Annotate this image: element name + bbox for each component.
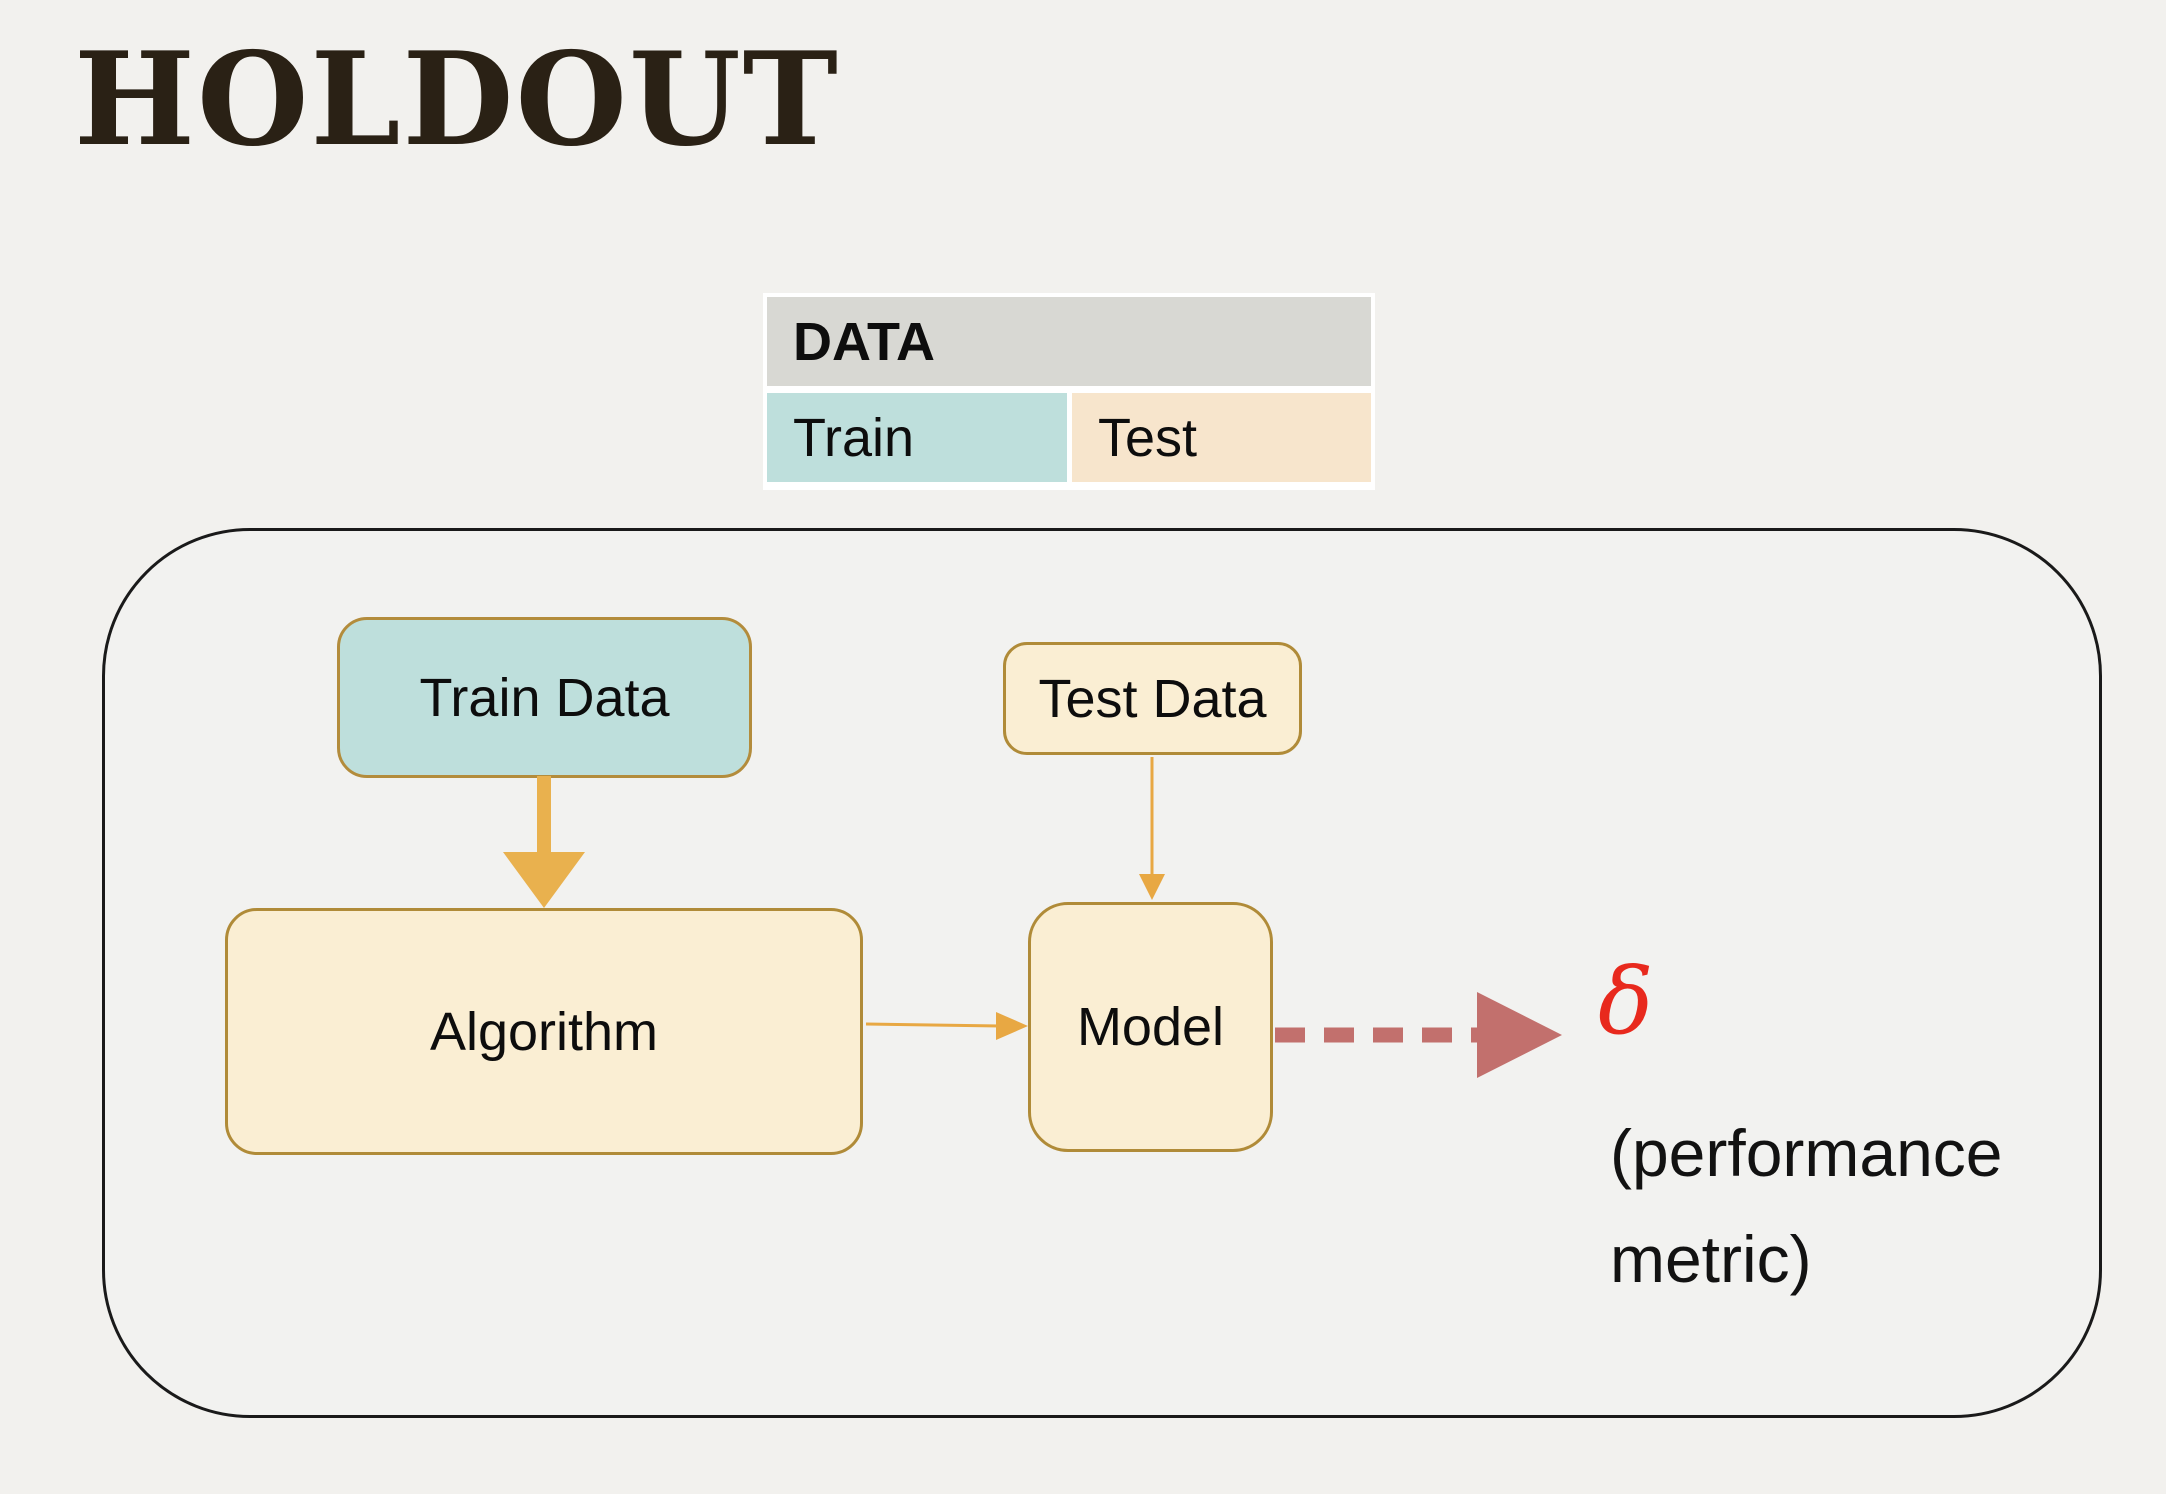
test-data-node-label: Test Data [1038,668,1267,729]
performance-metric-line1: (performance [1610,1116,2003,1190]
algorithm-node: Algorithm [225,908,863,1155]
delta-symbol: δ [1598,948,1654,1055]
train-data-node: Train Data [337,617,752,778]
algorithm-node-label: Algorithm [429,1001,659,1062]
train-data-node-label: Train Data [419,667,670,728]
test-split-label: Test [1098,407,1198,468]
data-table-header: DATA [767,297,1371,386]
train-split-label: Train [793,407,915,468]
performance-metric-label: (performance metric) [1610,1100,2003,1312]
page-title: HOLDOUT [74,25,840,175]
test-split-cell: Test [1072,393,1371,482]
train-split-cell: Train [767,393,1067,482]
model-node-label: Model [1076,997,1225,1057]
data-table-row: Train Test [767,393,1371,482]
performance-metric-line2: metric) [1610,1222,1812,1296]
model-node: Model [1028,902,1273,1152]
data-split-table: DATA Train Test [763,293,1375,490]
data-table-header-label: DATA [793,311,935,372]
test-data-node: Test Data [1003,642,1302,755]
